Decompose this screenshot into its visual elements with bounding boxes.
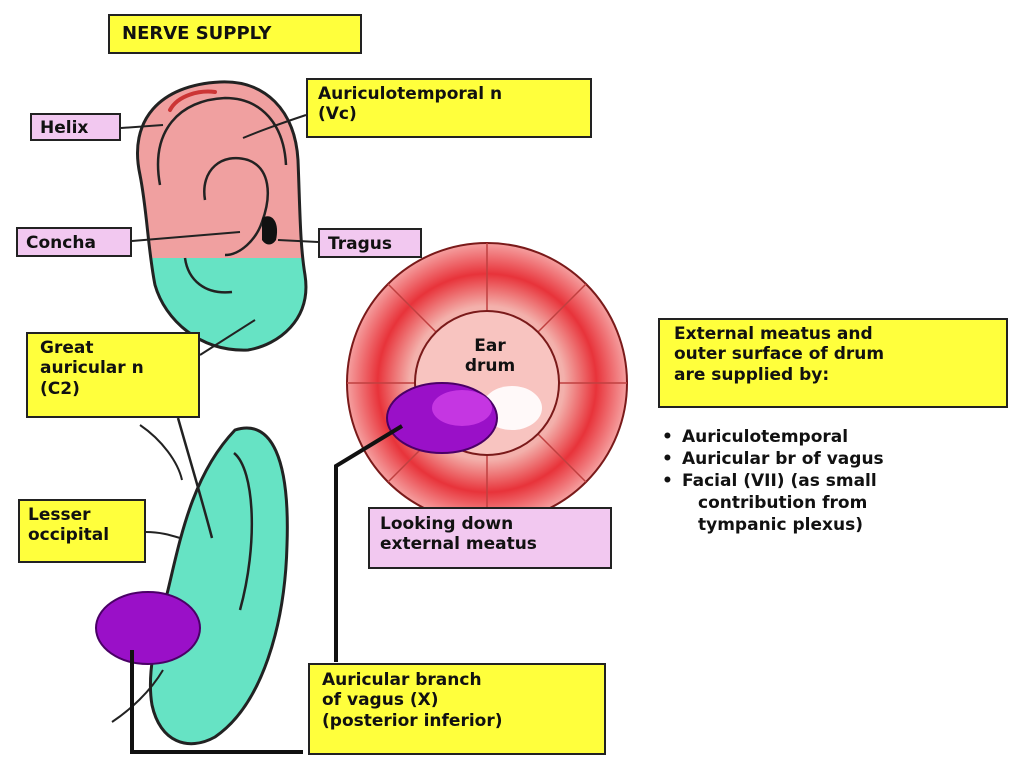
- helix-text: Helix: [40, 118, 89, 138]
- vagus-region-drum-light: [432, 390, 492, 426]
- lesser-occipital-leader: [145, 531, 181, 539]
- great-auricular-line-3: (C2): [40, 378, 80, 399]
- great-auricular-line-1: Great: [40, 338, 94, 358]
- external-meatus-label: External meatus and outer surface of dru…: [658, 318, 1008, 408]
- great-auricular-leader: [176, 417, 214, 539]
- helix-rim: [156, 96, 288, 186]
- vagus-region-posterior: [95, 591, 201, 665]
- lateral-ear: [136, 80, 308, 352]
- external-meatus-line-1: External meatus and: [674, 324, 873, 344]
- bullet-auricular-br-vagus: Auricular br of vagus: [660, 448, 884, 470]
- ear-drum: [346, 242, 628, 524]
- auriculotemporal-line-2: (Vc): [318, 104, 357, 125]
- posterior-ear-fold: [233, 452, 254, 611]
- vagus-bracket: [130, 650, 303, 754]
- posterior-ear: [95, 417, 289, 746]
- antitragus: [183, 257, 233, 294]
- lesser-occipital-line-1: Lesser: [28, 505, 91, 525]
- ear-drum-line-1: Ear: [474, 336, 506, 356]
- helix-shading: [168, 89, 217, 112]
- lesser-occipital-line-2: occipital: [28, 525, 110, 546]
- bullet-facial-continuation-2: tympanic plexus): [698, 515, 863, 536]
- title-text: NERVE SUPPLY: [122, 23, 272, 44]
- looking-down-line-2: external meatus: [380, 534, 537, 555]
- ear-drum-line-2: drum: [464, 356, 516, 377]
- ear-drum-label: Ear drum: [455, 336, 525, 377]
- bullet-facial: Facial (VII) (as small: [660, 470, 884, 492]
- top-leader-lines: [120, 114, 319, 356]
- drum-vagus-leader: [334, 424, 404, 662]
- antihelix: [203, 156, 269, 257]
- vagus-line-3: (posterior inferior): [322, 710, 503, 731]
- external-meatus-line-3: are supplied by:: [674, 364, 830, 385]
- lesser-occipital-label: Lesser occipital: [18, 499, 146, 563]
- auricular-branch-vagus-label: Auricular branch of vagus (X) (posterior…: [308, 663, 606, 755]
- external-meatus-line-2: outer surface of drum: [674, 344, 885, 365]
- neck-line: [139, 424, 183, 481]
- tragus-text: Tragus: [328, 234, 392, 254]
- auriculotemporal-line-1: Auriculotemporal n: [318, 84, 503, 104]
- auriculotemporal-region: [137, 81, 306, 258]
- nerve-bullet-list: Auriculotemporal Auricular br of vagus F…: [660, 426, 884, 536]
- vagus-line-2: of vagus (X): [322, 690, 439, 711]
- helix-label: Helix: [30, 113, 121, 141]
- bullet-auriculotemporal: Auriculotemporal: [660, 426, 884, 448]
- great-auricular-label: Great auricular n (C2): [26, 332, 200, 418]
- ear-outline: [136, 80, 308, 352]
- looking-down-line-1: Looking down: [380, 514, 514, 534]
- bullet-facial-continuation-1: contribution from: [698, 493, 868, 514]
- concha-label: Concha: [16, 227, 132, 257]
- auriculotemporal-label: Auriculotemporal n (Vc): [306, 78, 592, 138]
- title-label: NERVE SUPPLY: [108, 14, 362, 54]
- tragus-label: Tragus: [318, 228, 422, 258]
- looking-down-label: Looking down external meatus: [368, 507, 612, 569]
- vagus-line-1: Auricular branch: [322, 670, 482, 690]
- ear-canal-opening: [262, 216, 278, 245]
- head-line: [111, 669, 164, 723]
- great-auricular-line-2: auricular n: [40, 358, 144, 379]
- concha-text: Concha: [26, 233, 96, 253]
- posterior-ear-outline: [148, 426, 289, 746]
